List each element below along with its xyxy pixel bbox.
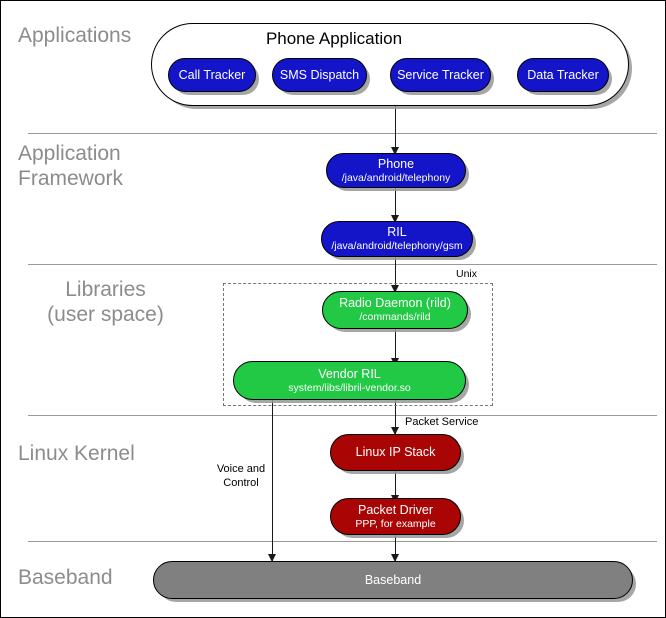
node-baseband-title: Baseband <box>364 572 422 587</box>
edge-label-voice-and-control: Voice and Control <box>216 463 266 489</box>
node-phone[interactable]: Phone /java/android/telephony <box>326 153 466 188</box>
divider-libraries-kernel <box>28 415 657 416</box>
node-phone-title: Phone <box>377 156 415 171</box>
layer-label-libraries: Libraries (user space) <box>47 278 164 326</box>
app-chip-data-tracker[interactable]: Data Tracker <box>517 58 609 92</box>
node-phone-subtitle: /java/android/telephony <box>341 171 451 184</box>
divider-applications-framework <box>28 133 657 134</box>
node-packet-driver-subtitle: PPP, for example <box>355 517 436 530</box>
app-chip-call-tracker-label: Call Tracker <box>178 67 246 82</box>
node-ril-title: RIL <box>387 225 407 239</box>
connector-ip-stack-to-packet-driver <box>395 471 397 504</box>
layer-label-application-framework: Application Framework <box>18 142 124 190</box>
divider-kernel-baseband <box>28 541 657 542</box>
node-packet-driver-title: Packet Driver <box>357 502 434 517</box>
app-chip-data-tracker-label: Data Tracker <box>527 67 599 82</box>
app-chip-service-tracker[interactable]: Service Tracker <box>390 58 491 92</box>
connector-app-to-phone <box>395 106 397 154</box>
phone-application-title: Phone Application <box>265 29 403 48</box>
node-ril-subtitle: /java/android/telephony/gsm <box>331 240 463 252</box>
node-radio-daemon-title: Radio Daemon (rild) <box>339 296 451 310</box>
app-chip-call-tracker[interactable]: Call Tracker <box>168 58 256 92</box>
node-vendor-ril-title: Vendor RIL <box>318 366 381 381</box>
node-vendor-ril[interactable]: Vendor RIL system/libs/libril-vendor.so <box>233 361 466 400</box>
arrowhead-packet-driver-to-baseband <box>391 554 399 562</box>
arrowhead-ril-to-rild <box>391 285 399 293</box>
app-chip-service-tracker-label: Service Tracker <box>397 67 484 82</box>
node-vendor-ril-subtitle: system/libs/libril-vendor.so <box>288 381 411 394</box>
connector-phone-to-ril <box>395 186 397 224</box>
node-radio-daemon-subtitle: /commands/rild <box>359 311 431 323</box>
unix-group-box <box>223 283 493 406</box>
layer-label-linux-kernel: Linux Kernel <box>18 442 135 465</box>
connector-vendor-ril-to-baseband-voice <box>272 399 274 562</box>
layer-label-baseband: Baseband <box>18 566 113 589</box>
divider-framework-libraries <box>28 264 657 265</box>
arrowhead-phone-to-ril <box>391 215 399 223</box>
node-linux-ip-stack-title: Linux IP Stack <box>355 445 436 459</box>
connector-vendor-ril-to-ip-stack <box>395 399 397 436</box>
unix-group-label: Unix <box>456 268 478 280</box>
node-radio-daemon[interactable]: Radio Daemon (rild) /commands/rild <box>322 291 468 329</box>
arrowhead-app-to-phone <box>391 147 399 155</box>
node-linux-ip-stack[interactable]: Linux IP Stack <box>330 434 461 471</box>
edge-label-packet-service: Packet Service <box>405 416 479 428</box>
connector-packet-driver-to-baseband <box>395 534 397 562</box>
arrowhead-voice-to-baseband <box>268 554 276 562</box>
node-ril[interactable]: RIL /java/android/telephony/gsm <box>321 221 473 257</box>
connector-rild-to-vendor-ril <box>395 329 397 367</box>
layer-label-applications: Applications <box>18 24 132 47</box>
app-chip-sms-dispatch[interactable]: SMS Dispatch <box>272 58 367 92</box>
arrowhead-vendor-ril-to-ip-stack <box>391 427 399 435</box>
node-baseband[interactable]: Baseband <box>153 561 633 599</box>
connector-ril-to-rild <box>395 256 397 294</box>
app-chip-sms-dispatch-label: SMS Dispatch <box>279 67 360 82</box>
node-packet-driver[interactable]: Packet Driver PPP, for example <box>330 498 461 535</box>
